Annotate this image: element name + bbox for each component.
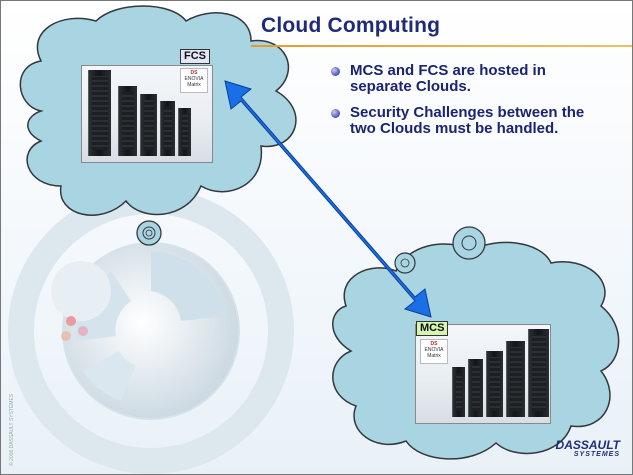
bullet-icon	[331, 67, 340, 76]
dassault-logo: DASSAULT SYSTEMES	[555, 438, 620, 460]
bullet-text: Security Challenges between the two Clou…	[350, 104, 585, 137]
slide-title: Cloud Computing	[261, 14, 441, 37]
brand-name: DASSAULT	[555, 438, 620, 452]
cloud-bubble-left-large	[136, 220, 162, 246]
double-arrow	[224, 80, 432, 318]
cloud-bubble-right-small	[394, 252, 416, 274]
bullet-list: MCS and FCS are hosted in separate Cloud…	[331, 63, 591, 147]
bullet-text: MCS and FCS are hosted in separate Cloud…	[350, 62, 546, 95]
title-underline	[251, 45, 632, 47]
svg-text:© 2008 DASSAULT SYSTEMES: © 2008 DASSAULT SYSTEMES	[8, 393, 15, 466]
bullet-item: MCS and FCS are hosted in separate Cloud…	[331, 63, 591, 95]
bullet-item: Security Challenges between the two Clou…	[331, 105, 591, 137]
brand-sub: SYSTEMES	[573, 451, 620, 458]
fcs-label: FCS	[180, 49, 210, 64]
mcs-label: MCS	[416, 321, 449, 336]
cloud-bubble-right-top	[452, 226, 486, 260]
bullet-icon	[331, 109, 340, 118]
